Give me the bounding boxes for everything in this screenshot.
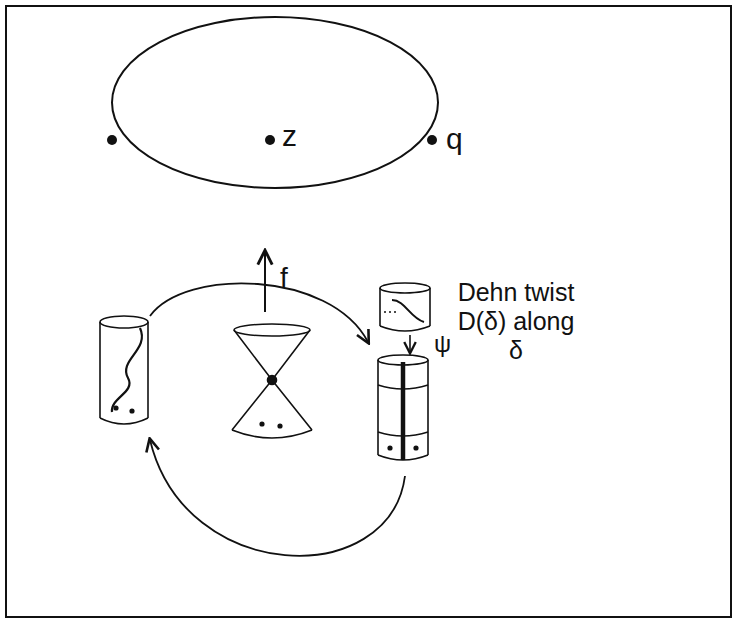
cycle-arrow bbox=[150, 283, 368, 342]
point bbox=[427, 135, 437, 145]
cycle-arrow bbox=[150, 440, 405, 556]
annotation: Dehn twist D(δ) along δ bbox=[452, 278, 580, 364]
cylinder-left bbox=[100, 316, 148, 424]
base-ellipse: z bbox=[110, 15, 440, 190]
map-label: ψ bbox=[434, 330, 451, 358]
cylinder-right bbox=[378, 355, 428, 460]
ellipse-outline bbox=[112, 17, 438, 188]
ellipse-outline bbox=[110, 15, 440, 190]
point-label: q bbox=[446, 122, 463, 157]
point bbox=[107, 135, 117, 145]
frame bbox=[6, 6, 731, 617]
map-arrow bbox=[264, 252, 266, 312]
point bbox=[265, 135, 275, 145]
cylinder-twisted bbox=[380, 283, 430, 331]
singular-fiber bbox=[232, 324, 312, 438]
point-label: z bbox=[282, 119, 297, 154]
map-label: f bbox=[280, 262, 288, 294]
psi-arrow bbox=[409, 335, 411, 352]
